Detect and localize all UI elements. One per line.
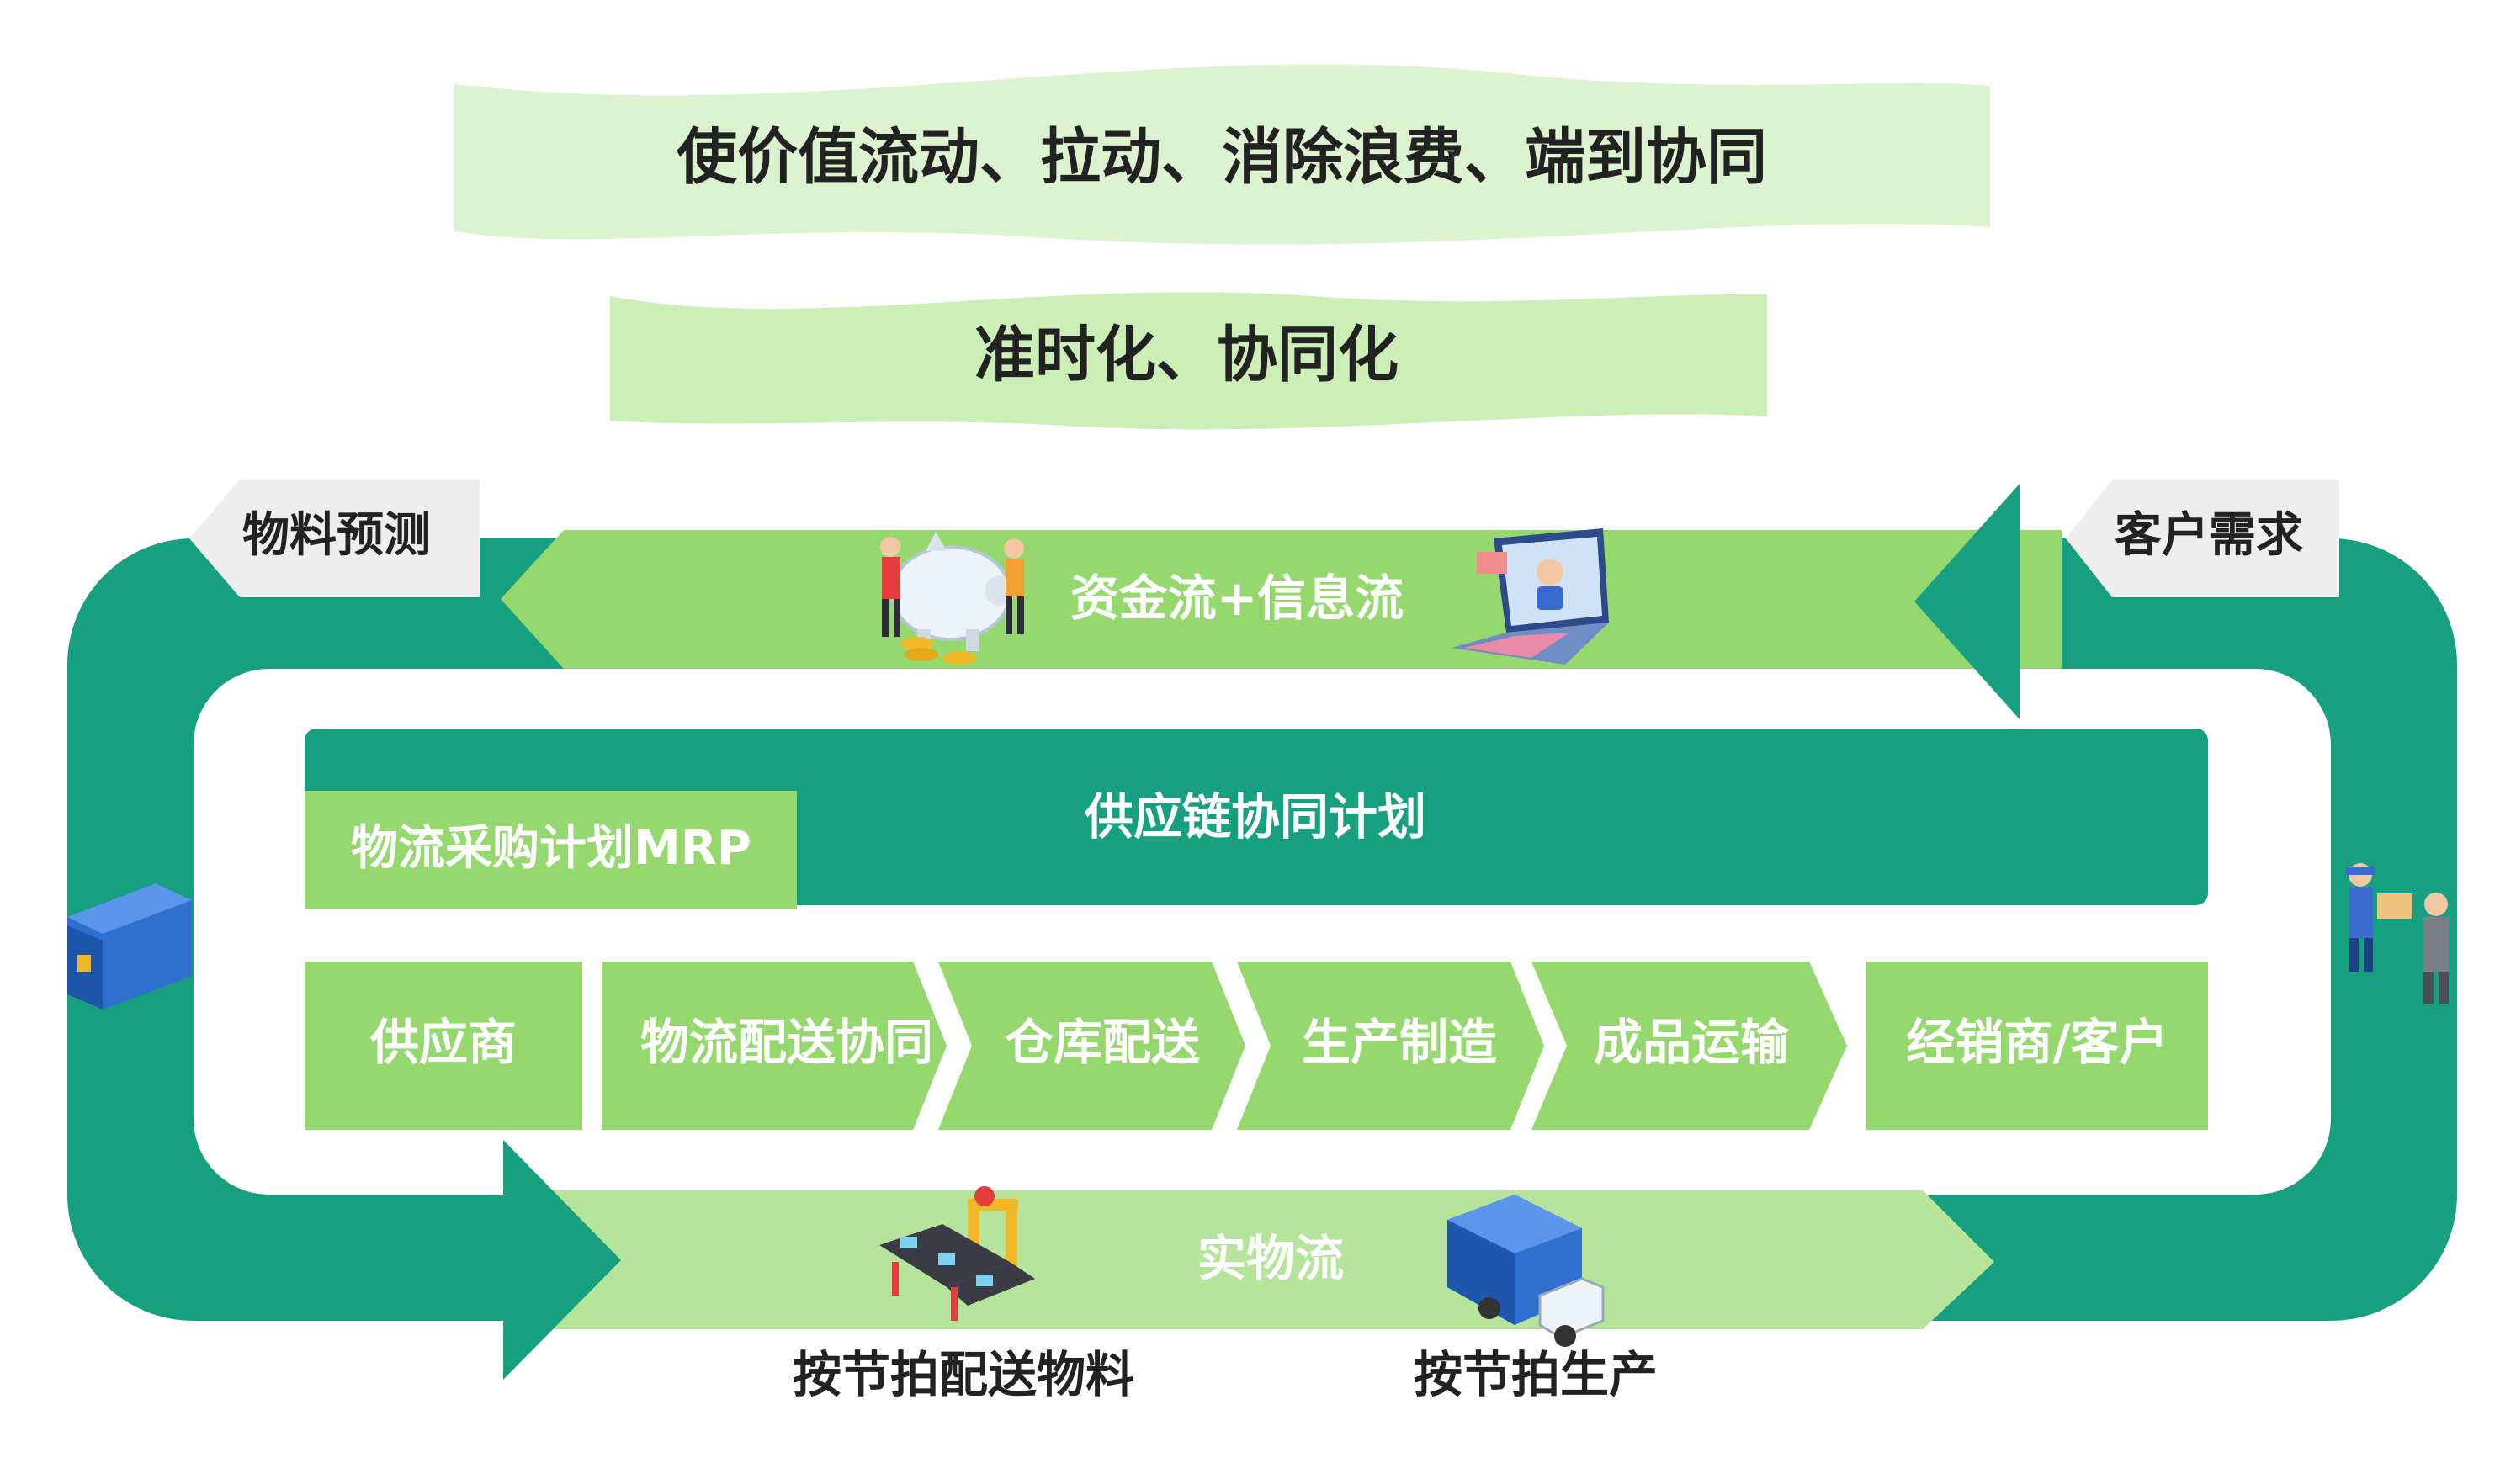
right-arrowhead xyxy=(1914,484,2020,719)
step-supplier xyxy=(305,962,582,1130)
container-icon xyxy=(67,883,192,1010)
step-label: 经销商/客户 xyxy=(1906,1014,2168,1071)
left-arrowhead xyxy=(503,1140,621,1380)
truck-icon xyxy=(1447,1195,1605,1347)
mrp-label: 物流采购计划MRP xyxy=(351,821,751,876)
step-warehouse-delivery xyxy=(938,962,1245,1130)
step-label: 供应商 xyxy=(369,1014,517,1071)
physical-flow-arrow xyxy=(551,1190,1994,1329)
right-label-tab xyxy=(2066,480,2339,597)
bottom-right-label: 按节拍生产 xyxy=(1414,1346,1658,1403)
conveyor-icon xyxy=(879,1186,1035,1321)
step-dealer-customer xyxy=(1866,962,2208,1130)
left-label-tab xyxy=(189,480,480,597)
second-banner xyxy=(610,292,1767,430)
right-side-label: 客户需求 xyxy=(2115,508,2303,563)
step-label: 物流配送协同 xyxy=(640,1014,933,1071)
bottom-left-label: 按节拍配送物料 xyxy=(793,1346,1134,1403)
outer-loop xyxy=(67,538,2457,1321)
physical-flow-label: 实物流 xyxy=(1197,1230,1344,1287)
top-banner-text: 使价值流动、拉动、消除浪费、端到协同 xyxy=(677,122,1767,193)
step-production xyxy=(1237,962,1544,1130)
supply-chain-plan-label: 供应链协同计划 xyxy=(1084,788,1426,845)
step-label: 生产制造 xyxy=(1302,1014,1497,1071)
top-banner xyxy=(454,64,1990,245)
laptop-icon xyxy=(1452,528,1609,665)
left-side-label: 物料预测 xyxy=(242,508,431,563)
money-info-flow-label: 资金流+信息流 xyxy=(1070,570,1404,627)
step-label: 仓库配送 xyxy=(1005,1014,1200,1071)
piggy-bank-icon xyxy=(880,532,1024,665)
step-label: 成品运输 xyxy=(1594,1014,1790,1071)
mrp-box xyxy=(305,791,797,909)
delivery-people-icon xyxy=(2346,863,2449,1004)
step-logistics-delivery xyxy=(602,962,947,1130)
step-finished-transport xyxy=(1531,962,1847,1130)
second-banner-text: 准时化、协同化 xyxy=(974,320,1399,390)
